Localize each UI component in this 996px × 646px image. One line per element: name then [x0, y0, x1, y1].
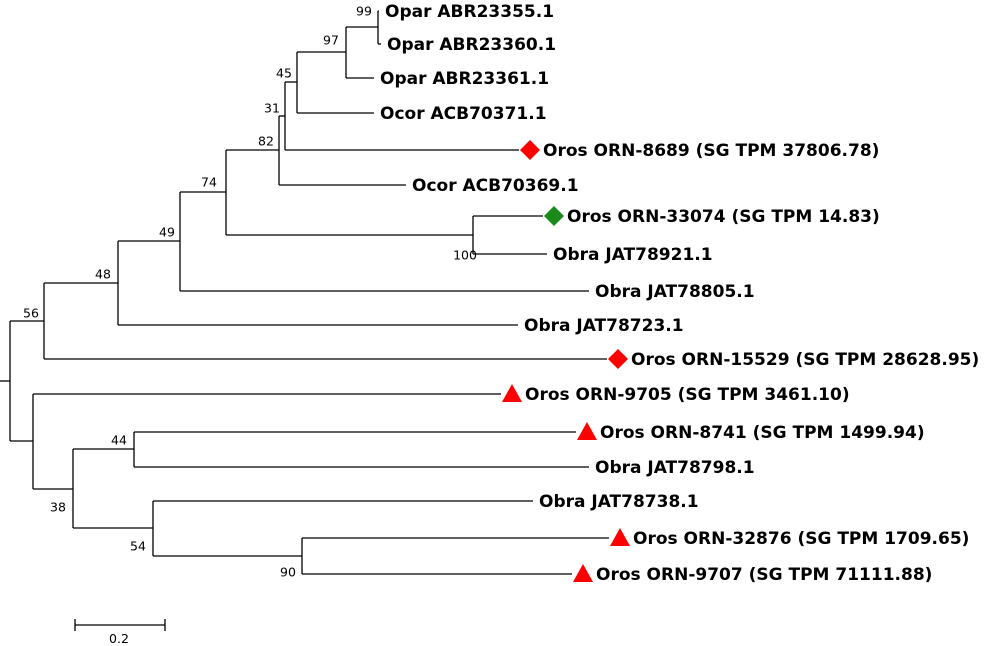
bootstrap-value: 31 — [264, 101, 280, 116]
bootstrap-value: 45 — [276, 66, 292, 81]
leaf-label: Obra JAT78798.1 — [595, 458, 755, 478]
bootstrap-value: 90 — [280, 565, 296, 580]
leaf-label: Oros ORN-8689 (SG TPM 37806.78) — [543, 141, 879, 161]
leaf-label: Oros ORN-9707 (SG TPM 71111.88) — [596, 565, 932, 585]
red-diamond-marker-icon — [520, 140, 540, 160]
red-triangle-marker-icon — [502, 384, 522, 402]
leaf-label: Opar ABR23360.1 — [387, 35, 556, 55]
scale-bar-label: 0.2 — [109, 631, 129, 646]
scale-bar: 0.2 — [74, 619, 166, 646]
leaf-label: Obra JAT78723.1 — [524, 316, 684, 336]
leaf-label: Oros ORN-33074 (SG TPM 14.83) — [567, 207, 880, 227]
leaf-label: Opar ABR23361.1 — [380, 69, 549, 89]
bootstrap-labels: 99 97 45 31 82 100 74 49 48 56 44 90 54 38 — [23, 4, 477, 580]
leaf-label: Oros ORN-32876 (SG TPM 1709.65) — [633, 529, 969, 549]
bootstrap-value: 48 — [95, 267, 111, 282]
bootstrap-value: 38 — [50, 500, 66, 515]
leaf-label: Obra JAT78805.1 — [595, 282, 755, 302]
leaf-label: Opar ABR23355.1 — [385, 2, 554, 22]
bootstrap-value: 44 — [111, 433, 127, 448]
bootstrap-value: 100 — [453, 248, 477, 263]
tree-branches — [0, 10, 609, 575]
leaf-label: Oros ORN-15529 (SG TPM 28628.95) — [631, 350, 979, 370]
bootstrap-value: 54 — [130, 539, 146, 554]
red-triangle-marker-icon — [577, 422, 597, 440]
leaf-label: Ocor ACB70371.1 — [380, 104, 547, 124]
bootstrap-value: 74 — [201, 175, 217, 190]
bootstrap-value: 49 — [159, 225, 175, 240]
red-diamond-marker-icon — [608, 349, 628, 369]
bootstrap-value: 56 — [23, 306, 39, 321]
leaf-label: Obra JAT78921.1 — [553, 245, 713, 265]
bootstrap-value: 99 — [356, 4, 372, 19]
leaf-label: Obra JAT78738.1 — [539, 492, 699, 512]
leaf-label: Oros ORN-8741 (SG TPM 1499.94) — [600, 423, 925, 443]
bootstrap-value: 82 — [258, 134, 274, 149]
bootstrap-value: 97 — [323, 33, 339, 48]
red-triangle-marker-icon — [573, 564, 593, 582]
leaf-label: Oros ORN-9705 (SG TPM 3461.10) — [525, 385, 850, 405]
green-diamond-marker-icon — [544, 206, 564, 226]
leaf-label: Ocor ACB70369.1 — [412, 176, 579, 196]
red-triangle-marker-icon — [610, 528, 630, 546]
